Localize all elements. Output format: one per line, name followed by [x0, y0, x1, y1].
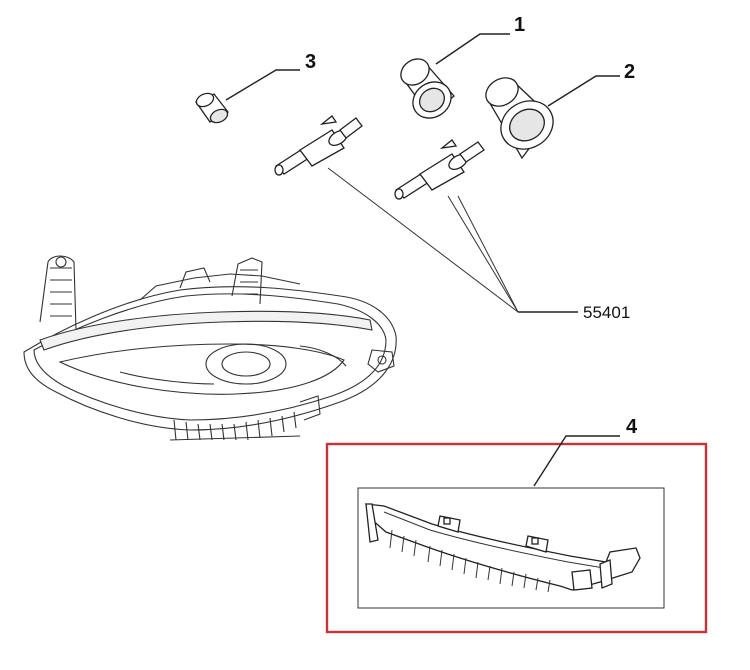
part-4-highlight-frame	[325, 442, 708, 634]
part-3-label: 3	[305, 51, 316, 73]
headlamp-assembly[interactable]	[23, 255, 397, 441]
part-4-label: 4	[626, 416, 638, 438]
part-4-mounting-bracket[interactable]	[365, 503, 641, 593]
part-4-detail-box	[357, 487, 665, 609]
part-4-leader	[533, 435, 620, 487]
part-3-leader	[225, 69, 300, 101]
part-1-label: 1	[514, 14, 525, 36]
part-3-cap[interactable]	[194, 91, 229, 125]
bulb-lower[interactable]	[394, 139, 485, 200]
part-1-seal-ring[interactable]	[396, 54, 458, 126]
part-2-cover-cap[interactable]	[481, 72, 562, 160]
bulb-upper[interactable]	[274, 115, 363, 176]
bulb-ref-leaders	[327, 167, 578, 313]
part-2-leader	[547, 75, 620, 107]
part-1-leader	[435, 33, 510, 65]
part-2-label: 2	[624, 61, 635, 83]
bulb-ref-label: 55401	[583, 303, 630, 322]
